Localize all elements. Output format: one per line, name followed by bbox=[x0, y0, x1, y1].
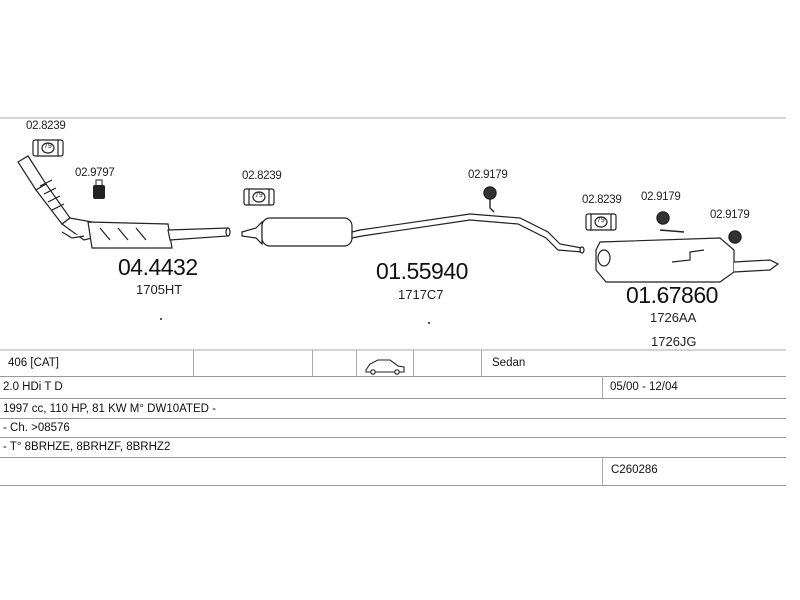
hanger-ring-icon bbox=[656, 211, 685, 233]
part-number-hanger-4: 02.9179 bbox=[710, 209, 750, 221]
catalytic-converter-drawing bbox=[17, 155, 231, 249]
part-number-clamp-2: 02.8239 bbox=[242, 170, 282, 182]
rear-silencer-drawing bbox=[595, 237, 780, 283]
sedan-car-icon bbox=[365, 359, 405, 375]
part-ref-rear-silencer-2: 1726JG bbox=[651, 334, 697, 349]
vehicle-body: Sedan bbox=[492, 357, 526, 369]
vehicle-model: 406 [CAT] bbox=[8, 357, 59, 369]
part-ref-rear-silencer-1: 1726AA bbox=[650, 310, 697, 325]
table-column-divider bbox=[193, 350, 194, 376]
part-number-rear-silencer: 01.67860 bbox=[626, 282, 718, 308]
table-divider bbox=[0, 457, 786, 458]
part-number-hanger-2: 02.9179 bbox=[468, 169, 508, 181]
vehicle-years: 05/00 - 12/04 bbox=[610, 381, 678, 393]
part-number-middle-silencer: 01.55940 bbox=[376, 258, 468, 284]
table-divider bbox=[0, 437, 786, 438]
dot-mark bbox=[428, 322, 430, 324]
vehicle-engine: 2.0 HDi T D bbox=[3, 381, 63, 393]
part-number-clamp-1: 02.8239 bbox=[26, 120, 66, 132]
clamp-icon bbox=[243, 188, 275, 206]
part-ref-catalyst: 1705HT bbox=[136, 282, 183, 297]
vehicle-specs: 1997 cc, 110 HP, 81 KW M° DW10ATED - bbox=[3, 403, 216, 415]
table-column-divider bbox=[602, 457, 603, 485]
clamp-icon bbox=[585, 213, 617, 231]
table-column-divider bbox=[481, 350, 482, 376]
part-ref-middle-silencer: 1717C7 bbox=[398, 287, 444, 302]
clamp-badge-3: 79 bbox=[597, 217, 605, 224]
table-divider bbox=[0, 418, 786, 419]
vehicle-chassis: - Ch. >08576 bbox=[3, 422, 70, 434]
middle-silencer-drawing bbox=[241, 213, 585, 254]
clamp-icon bbox=[32, 139, 64, 157]
vehicle-type-codes: - T° 8BRHZE, 8BRHZF, 8BRHZ2 bbox=[3, 441, 171, 453]
table-column-divider bbox=[602, 376, 603, 398]
part-number-clamp-3: 02.8239 bbox=[582, 194, 622, 206]
table-column-divider bbox=[413, 350, 414, 376]
table-column-divider bbox=[356, 350, 357, 376]
table-divider bbox=[0, 376, 786, 377]
dot-mark bbox=[660, 298, 662, 300]
clamp-badge-1: 79 bbox=[44, 143, 52, 150]
table-column-divider bbox=[312, 350, 313, 376]
catalog-code: C260286 bbox=[611, 464, 658, 476]
part-number-hanger-1: 02.9797 bbox=[75, 167, 115, 179]
clamp-badge-2: 79 bbox=[255, 192, 263, 199]
part-number-catalyst: 04.4432 bbox=[118, 254, 198, 280]
table-divider bbox=[0, 398, 786, 399]
hanger-ring-icon bbox=[483, 186, 497, 213]
hanger-ring-icon bbox=[728, 230, 742, 244]
dot-mark bbox=[160, 318, 162, 320]
table-divider bbox=[0, 485, 786, 486]
rubber-hanger-icon bbox=[93, 179, 105, 199]
part-number-hanger-3: 02.9179 bbox=[641, 191, 681, 203]
